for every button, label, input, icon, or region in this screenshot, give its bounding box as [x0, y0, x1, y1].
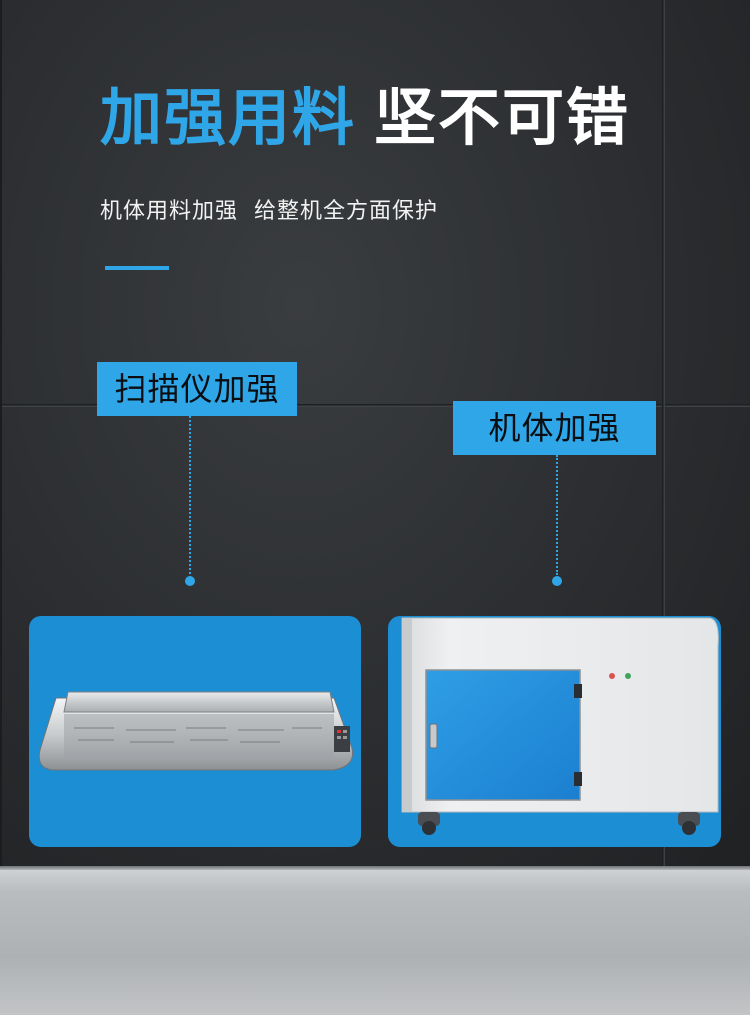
wall-seam-left: [0, 0, 2, 870]
left-callout-dot: [185, 576, 195, 586]
body-reinforce-label: 机体加强: [453, 401, 656, 455]
right-callout-line: [556, 455, 558, 575]
left-callout-line: [189, 416, 191, 574]
wall-seam-vertical: [662, 0, 665, 870]
title-white-text: 坚不可错: [374, 81, 631, 154]
scanner-image: [38, 691, 354, 771]
machine-card: [388, 616, 721, 847]
floor-background: [0, 870, 750, 1015]
scanner-reinforce-label: 扫描仪加强: [97, 362, 297, 416]
right-callout-dot: [552, 576, 562, 586]
title-blue-text: 加强用料: [100, 81, 357, 154]
accent-divider: [105, 266, 169, 270]
page-title: 加强用料坚不可错: [100, 78, 630, 158]
floor-edge: [0, 866, 750, 872]
page-subtitle: 机体用料加强 给整机全方面保护: [100, 199, 438, 224]
scanner-card: [29, 616, 361, 847]
wall-seam-horizontal: [0, 404, 750, 407]
machine-cabinet-image: [401, 617, 719, 835]
